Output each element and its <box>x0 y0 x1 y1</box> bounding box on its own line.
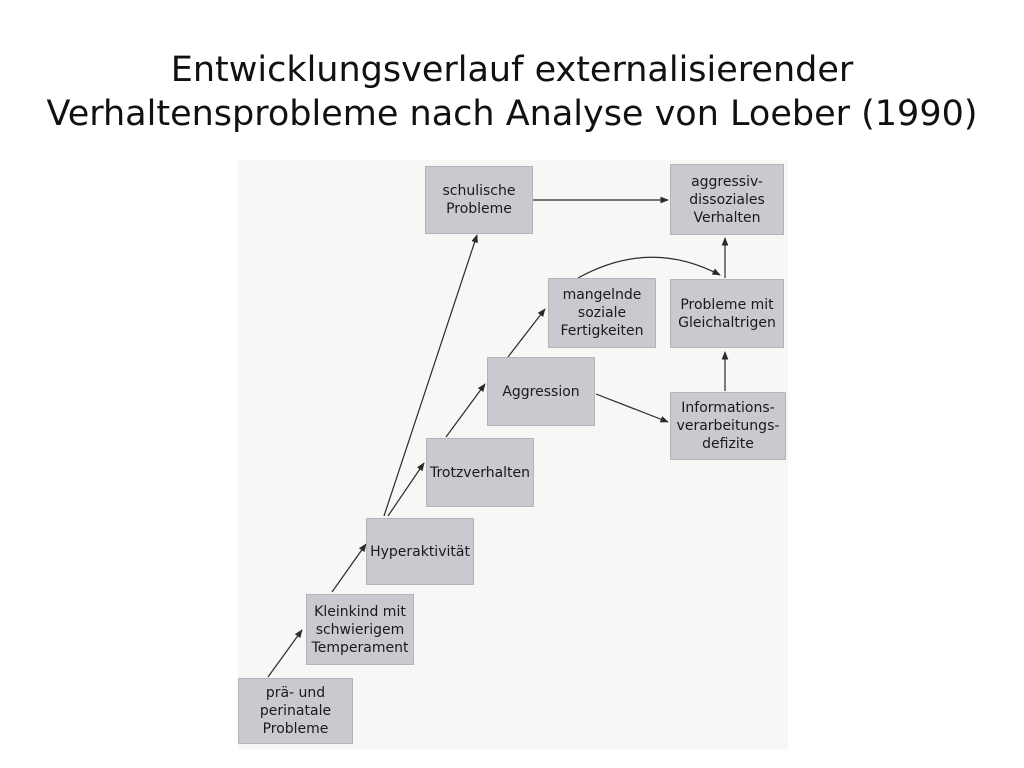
node-probleme-mit-gleichaltrigen: Probleme mit Gleichaltrigen <box>670 279 784 348</box>
node-hyperaktivitaet: Hyperaktivität <box>366 518 474 585</box>
slide-title-line-2: Verhaltensprobleme nach Analyse von Loeb… <box>46 94 978 134</box>
node-schulische-probleme: schulische Probleme <box>425 166 533 234</box>
node-kleinkind-temperament: Kleinkind mit schwierigem Temperament <box>306 594 414 665</box>
node-aggressiv-dissoziales-verhalten: aggressiv- dissoziales Verhalten <box>670 164 784 235</box>
node-aggression: Aggression <box>487 357 595 426</box>
node-praenatale-probleme: prä- und perinatale Probleme <box>238 678 353 744</box>
node-trotzverhalten: Trotzverhalten <box>426 438 534 507</box>
slide-title: Entwicklungsverlauf externalisierender V… <box>0 48 1024 136</box>
node-informationsverarbeitungsdefizite: Informations- verarbeitungs- defizite <box>670 392 786 460</box>
node-mangelnde-soziale-fertigkeiten: mangelnde soziale Fertigkeiten <box>548 278 656 348</box>
slide-title-line-1: Entwicklungsverlauf externalisierender <box>170 50 854 90</box>
